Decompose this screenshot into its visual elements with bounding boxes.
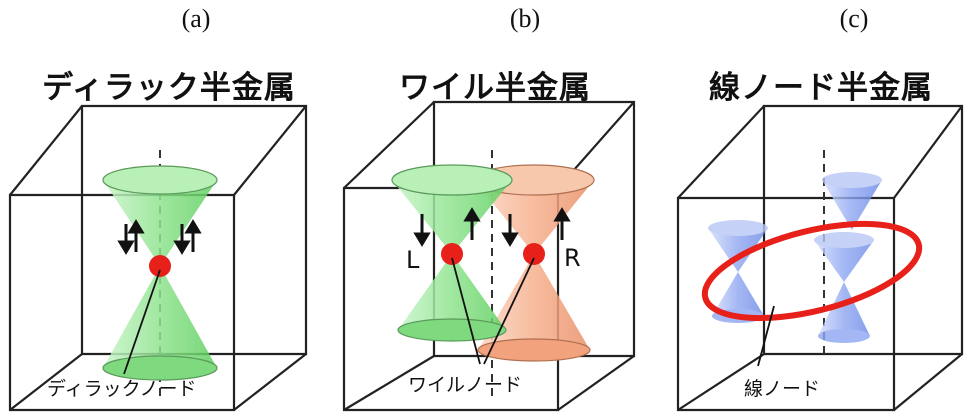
panel-label-a: (a) [181, 4, 211, 33]
weyl-diagram [342, 100, 636, 412]
chirality-right-label: R [564, 244, 581, 272]
upper-cone [102, 165, 218, 266]
panel-line-node: (c) 線ノード半金属 [644, 0, 966, 416]
panel-dirac: (a) ディラック半金属 [0, 0, 322, 416]
back-line-node-cones [822, 172, 882, 230]
line-node-diagram [676, 104, 964, 412]
panel-title-dirac: ディラック半金属 [42, 70, 296, 106]
panel-label-b: (b) [509, 4, 541, 33]
panel-label-c: (c) [839, 4, 869, 33]
spin-arrows [117, 219, 202, 255]
chirality-left-label: L [406, 246, 420, 274]
dirac-node-label: ディラックノード [47, 378, 197, 400]
nodal-ring [701, 220, 923, 322]
cube [342, 100, 636, 412]
spin-arrows [413, 207, 571, 247]
panel-title-line-node: 線ノード半金属 [709, 70, 933, 106]
cube [676, 104, 964, 412]
front-line-node-cones [814, 232, 874, 343]
panel-weyl: (b) ワイル半金属 [322, 0, 644, 416]
panel-title-weyl: ワイル半金属 [399, 70, 591, 106]
weyl-node-label: ワイルノード [408, 374, 523, 396]
dirac-diagram [8, 104, 308, 412]
node-pointer [123, 269, 161, 375]
node-pointer-left [451, 257, 481, 365]
weyl-node-right [523, 243, 545, 265]
left-weyl-cone [391, 164, 513, 342]
node-pointer-right [483, 257, 535, 365]
dirac-node [149, 255, 171, 277]
lower-cone [102, 266, 218, 381]
line-node-label: 線ノード [744, 378, 821, 400]
weyl-node-left [441, 243, 463, 265]
node-pointer [757, 305, 775, 367]
